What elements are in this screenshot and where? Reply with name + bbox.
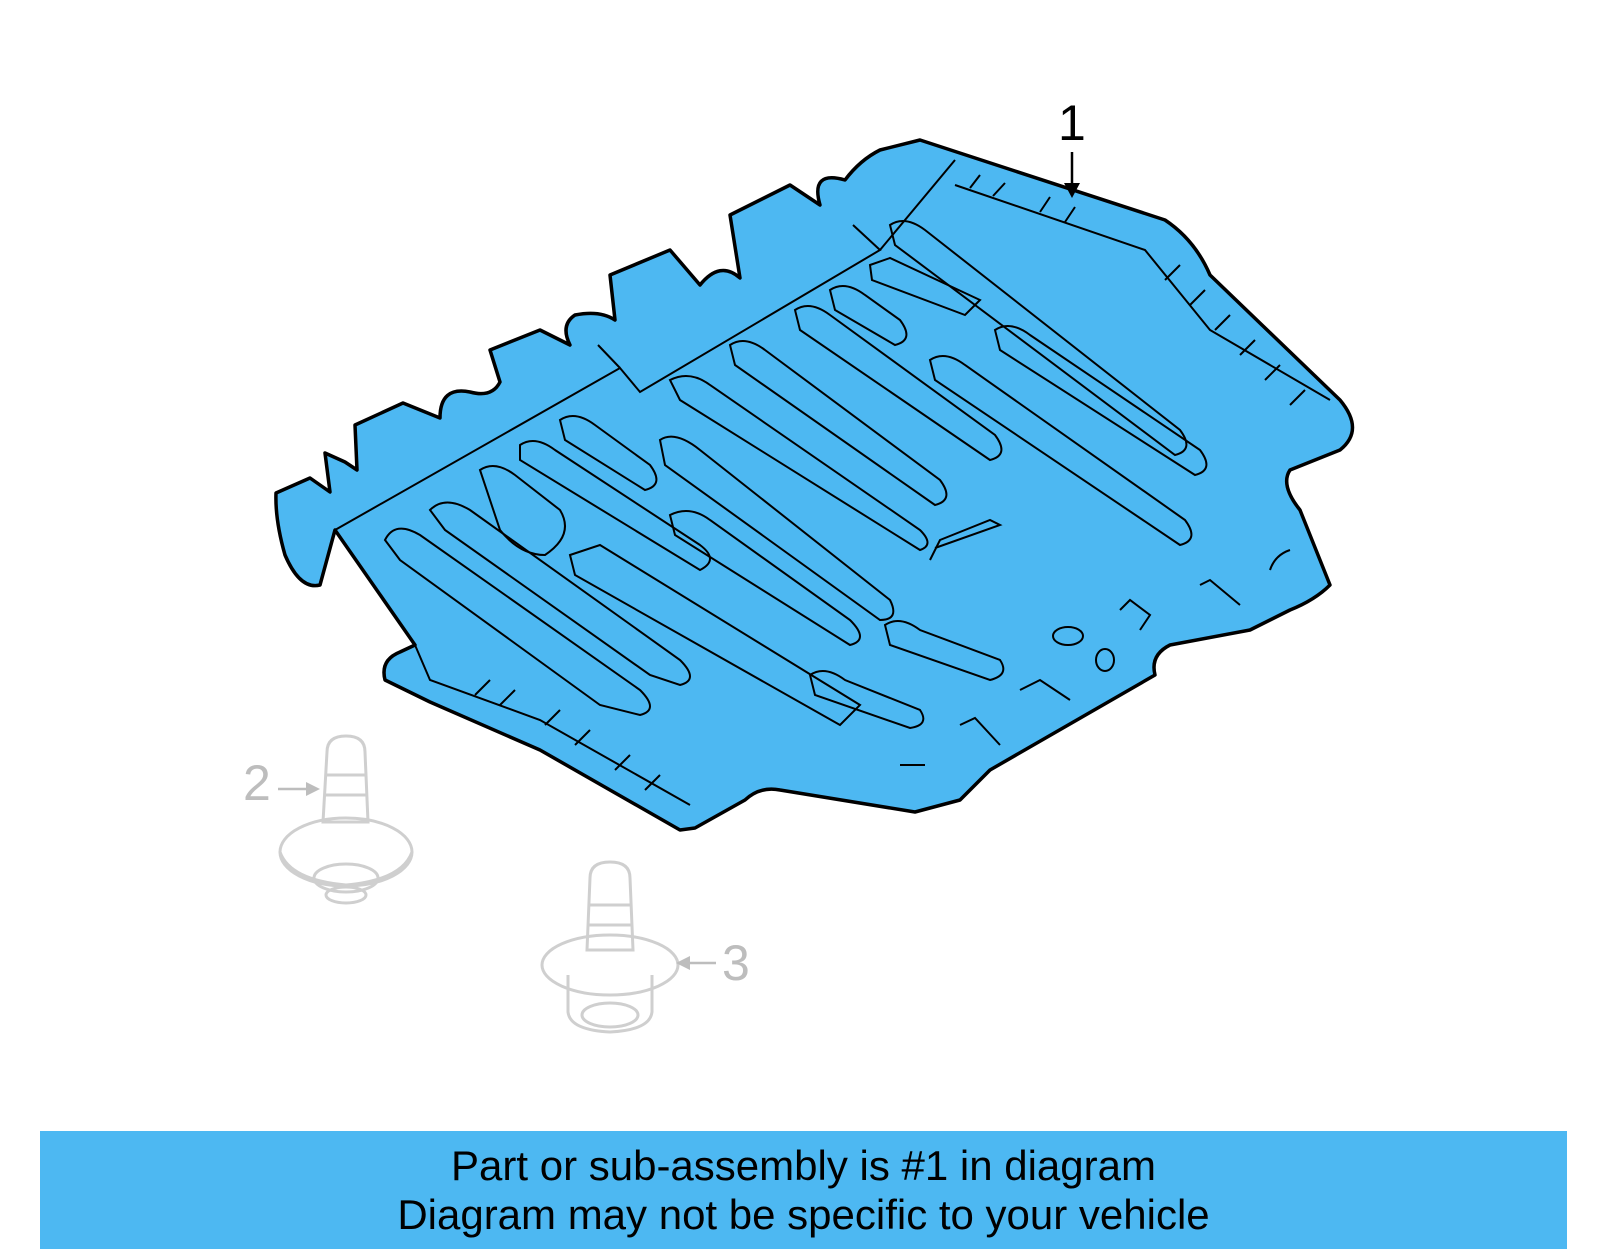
callout-1: 1 [1058,95,1086,151]
callout-1-arrow [1064,152,1080,198]
part-1-shield[interactable]: 1 [274,95,1355,832]
caption-line-1: Part or sub-assembly is #1 in diagram [451,1142,1156,1189]
part-3-bolt[interactable]: 3 [540,860,750,1034]
caption-line-2: Diagram may not be specific to your vehi… [397,1191,1210,1238]
callout-2: 2 [243,755,271,811]
caption-banner: Part or sub-assembly is #1 in diagram Di… [40,1131,1567,1249]
part-2-bolt[interactable]: 2 [243,734,414,905]
callout-3: 3 [722,935,750,991]
shield-details [334,159,1331,806]
